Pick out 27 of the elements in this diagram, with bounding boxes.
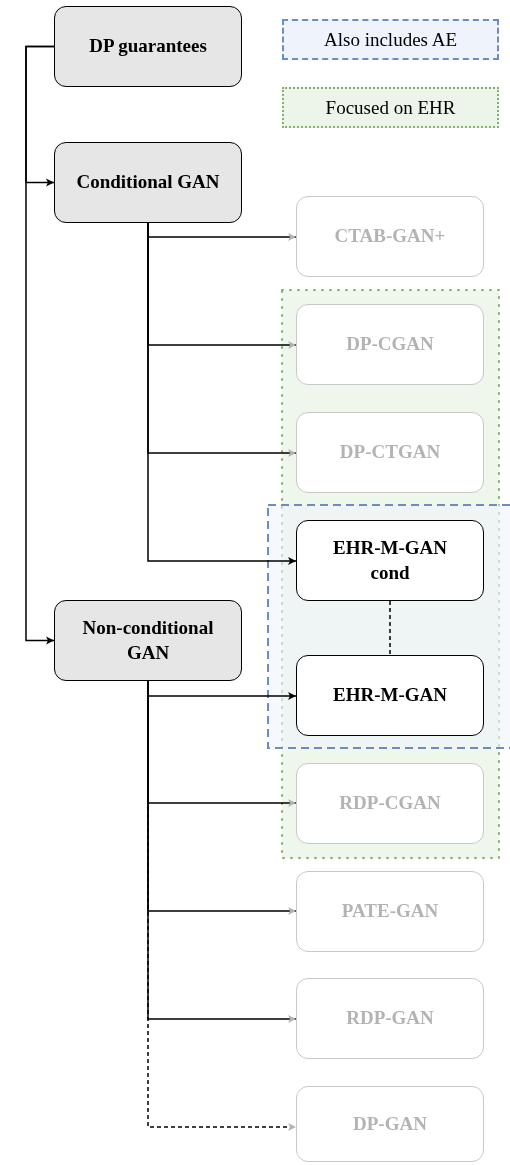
- node-label: DP-GAN: [353, 1111, 427, 1136]
- node-label: Non-conditional GAN: [81, 615, 215, 665]
- method-box: [296, 871, 484, 952]
- method-box: [296, 304, 484, 385]
- method-box: [54, 6, 242, 87]
- method-box: [296, 196, 484, 277]
- node-label: DP-CGAN: [346, 332, 434, 357]
- method-box: [296, 978, 484, 1059]
- connector-arrow: [25, 45, 55, 645]
- method-box: [54, 142, 242, 223]
- node-label: RDP-GAN: [346, 1006, 434, 1031]
- method-box: [296, 412, 484, 493]
- legend-label: Also includes AE: [324, 30, 457, 49]
- method-box: [296, 1086, 484, 1162]
- node-label: DP-CTGAN: [339, 440, 441, 465]
- node-label: CTAB-GAN+: [334, 224, 446, 249]
- node-label: EHR-M-GAN cond: [332, 535, 448, 585]
- node-label: EHR-M-GAN: [333, 683, 447, 708]
- method-box: [296, 763, 484, 844]
- node-label: DP guarantees: [89, 34, 207, 59]
- legend-label: Focused on EHR: [325, 98, 456, 117]
- method-box: [296, 520, 484, 601]
- node-label: Conditional GAN: [76, 170, 220, 195]
- method-box: [296, 655, 484, 736]
- method-box: [54, 600, 242, 681]
- node-label: RDP-CGAN: [339, 791, 441, 816]
- node-label: PATE-GAN: [341, 899, 439, 924]
